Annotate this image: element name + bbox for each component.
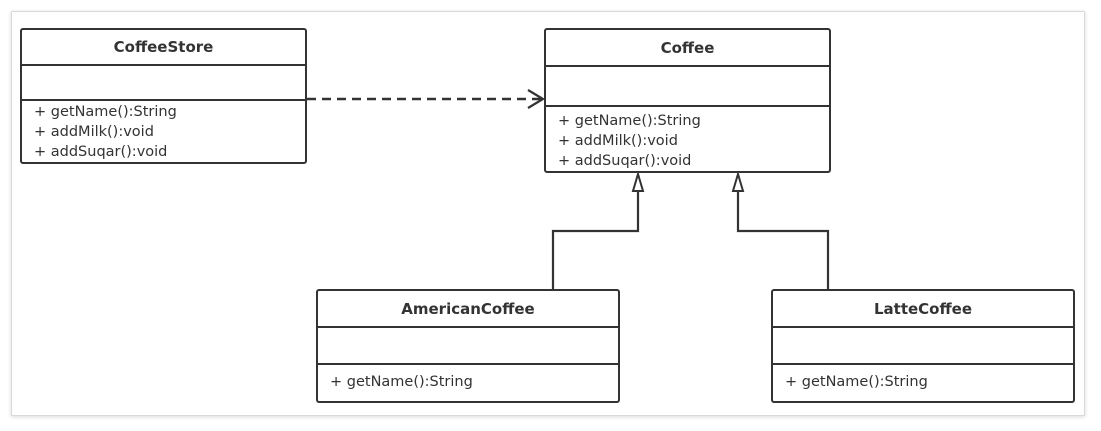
generalization-arrowhead-latte xyxy=(731,170,745,192)
class-operations: + getName():String + addMilk():void + ad… xyxy=(22,101,305,162)
class-operations: + getName():String xyxy=(773,365,1073,401)
operation: + addSuqar():void xyxy=(558,153,692,169)
class-attributes xyxy=(22,66,305,101)
operation: + getName():String xyxy=(34,104,177,120)
class-coffee-store[interactable]: CoffeeStore + getName():String + addMilk… xyxy=(20,28,307,164)
class-attributes xyxy=(546,67,829,107)
class-name: CoffeeStore xyxy=(22,30,305,66)
operation: + addMilk():void xyxy=(34,124,154,140)
class-operations: + getName():String + addMilk():void + ad… xyxy=(546,107,829,171)
class-latte-coffee[interactable]: LatteCoffee + getName():String xyxy=(771,289,1075,403)
generalization-arrowhead-american xyxy=(631,170,645,192)
class-name: Coffee xyxy=(546,30,829,67)
class-operations: + getName():String xyxy=(318,365,618,401)
operation: + addMilk():void xyxy=(558,133,678,149)
operation: + getName():String xyxy=(330,374,473,390)
generalization-line-latte xyxy=(736,191,830,289)
class-attributes xyxy=(773,328,1073,365)
class-name: LatteCoffee xyxy=(773,291,1073,328)
operation: + getName():String xyxy=(558,113,701,129)
class-american-coffee[interactable]: AmericanCoffee + getName():String xyxy=(316,289,620,403)
class-name: AmericanCoffee xyxy=(318,291,618,328)
class-attributes xyxy=(318,328,618,365)
dependency-arrowhead xyxy=(527,89,546,109)
generalization-line-american xyxy=(551,191,640,289)
class-coffee[interactable]: Coffee + getName():String + addMilk():vo… xyxy=(544,28,831,173)
operation: + getName():String xyxy=(785,374,928,390)
operation: + addSuqar():void xyxy=(34,144,168,160)
